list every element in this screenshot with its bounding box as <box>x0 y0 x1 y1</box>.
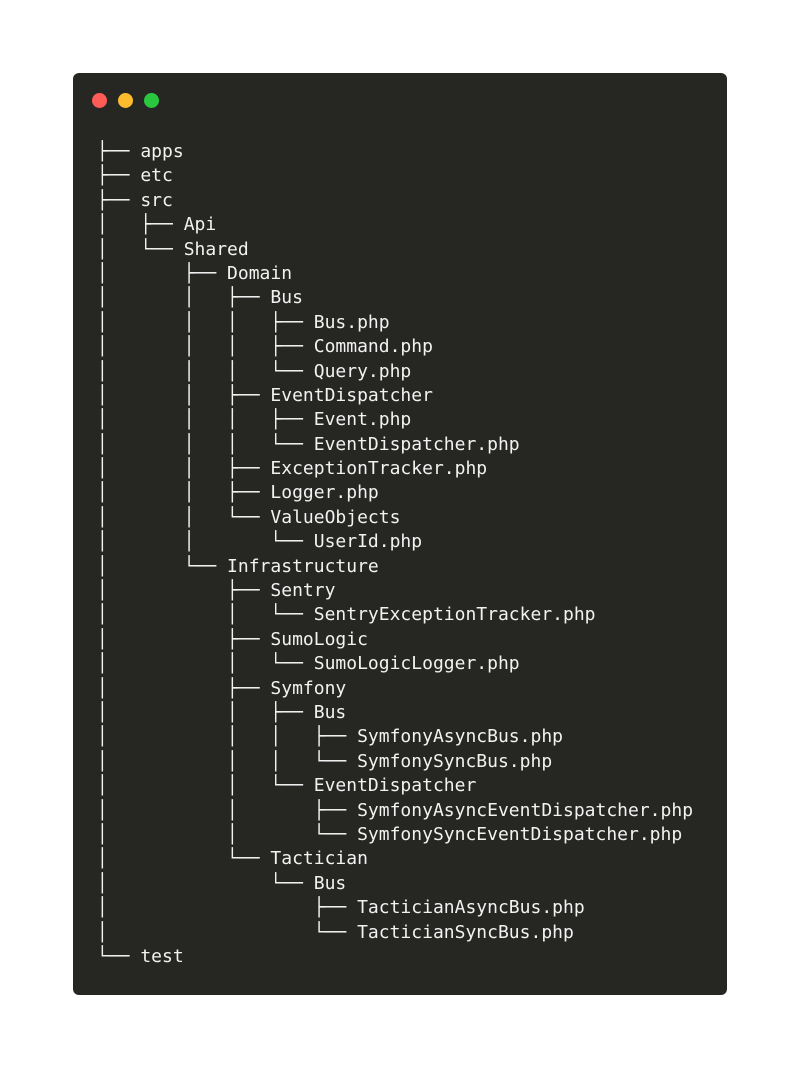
tree-entry: │ │ └── SymfonySyncEventDispatcher.php <box>97 823 683 845</box>
tree-entry: │ │ │ ├── Command.php <box>97 336 433 358</box>
tree-entry: │ └── Bus <box>97 872 347 894</box>
tree-entry: │ │ ├── Bus <box>97 287 303 309</box>
tree-entry: │ └── Tactician <box>97 848 368 870</box>
tree-entry: │ │ └── SumoLogicLogger.php <box>97 653 520 675</box>
tree-entry: │ │ │ └── SymfonySyncBus.php <box>97 750 553 772</box>
tree-entry: │ │ ├── Logger.php <box>97 482 379 504</box>
tree-entry: │ │ └── ValueObjects <box>97 506 401 528</box>
tree-entry: │ ├── Symfony <box>97 677 347 699</box>
tree-entry: │ ├── Domain <box>97 262 293 284</box>
tree-entry: │ │ └── UserId.php <box>97 531 423 553</box>
tree-entry: │ │ ├── Bus <box>97 701 347 723</box>
tree-entry: │ └── Infrastructure <box>97 555 379 577</box>
tree-entry: │ │ │ └── EventDispatcher.php <box>97 433 520 455</box>
tree-entry: ├── apps <box>97 141 184 162</box>
tree-entry: └── test <box>97 945 184 967</box>
directory-tree: ├── apps ├── etc├── src │ ├── Api│ └── Sha… <box>97 140 693 969</box>
tree-entry: │ └── TacticianSyncBus.php <box>97 921 574 943</box>
tree-entry: │ ├── Sentry <box>97 580 336 602</box>
tree-entry: │ ├── TacticianAsyncBus.php <box>97 897 585 919</box>
close-dot-icon[interactable] <box>92 93 107 108</box>
tree-entry: │ │ ├── ExceptionTracker.php <box>97 458 488 480</box>
terminal-window: ├── apps ├── etc├── src │ ├── Api│ └── Sha… <box>73 73 727 995</box>
maximize-dot-icon[interactable] <box>144 93 159 108</box>
tree-entry: ├── src <box>97 189 173 211</box>
minimize-dot-icon[interactable] <box>118 93 133 108</box>
tree-entry: │ │ │ └── Query.php <box>97 360 412 382</box>
tree-entry: │ │ └── SentryExceptionTracker.php <box>97 604 596 626</box>
tree-entry: │ │ │ ├── SymfonyAsyncBus.php <box>97 726 563 748</box>
tree-entry: │ ├── Api <box>97 214 217 236</box>
tree-entry: │ ├── SumoLogic <box>97 628 368 650</box>
tree-entry: │ │ └── EventDispatcher <box>97 775 477 797</box>
tree-entry: ├── etc <box>97 165 173 187</box>
tree-entry: │ │ │ ├── Event.php <box>97 409 412 431</box>
tree-entry: │ │ ├── EventDispatcher <box>97 384 433 406</box>
tree-entry: │ │ ├── SymfonyAsyncEventDispatcher.php <box>97 799 694 821</box>
tree-entry: │ │ │ ├── Bus.php <box>97 311 390 333</box>
tree-entry: │ └── Shared <box>97 238 249 260</box>
